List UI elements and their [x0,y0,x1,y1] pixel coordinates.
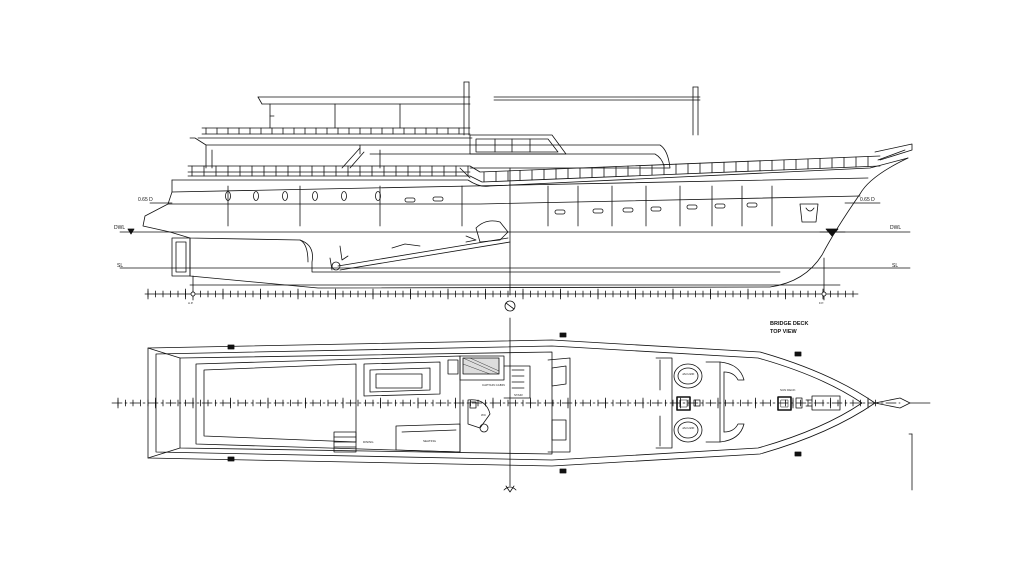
bow-hatch [799,203,819,223]
window [554,209,566,215]
window [404,197,416,203]
station-ruler: A.P. F.P. [144,257,859,312]
porthole [253,191,259,201]
wc-label: WC [481,413,487,417]
draft-label-right: 0.65 D [860,197,875,203]
saloon-furniture: DINING SEATING [333,361,461,453]
jacuzzi-area: JACUZZI JACUZZI SUN DECK [655,357,841,449]
plan-view: DINING SEATING CAPTAIN CABIN WC STAIR [111,317,931,493]
hull-panel-lines [227,185,773,227]
jacuzzi-label-2: JACUZZI [682,426,694,430]
profile-view: DWL DWL SL SL 0.65 D 0.65 D A.P. F.P. [114,81,913,312]
fp-label: F.P. [819,301,824,305]
bow-hatch-detail [805,207,815,212]
window [432,196,444,202]
mast-and-awnings [257,81,701,136]
window [622,207,634,213]
stair-label: STAIR [514,393,523,397]
dwl-label-left: DWL [114,225,125,231]
sun-deck-label: SUN DECK [780,388,796,392]
sl-label-left: SL [117,263,123,269]
porthole [282,191,288,201]
dwl-label-right: DWL [890,225,901,231]
captain-cabin-label: CAPTAIN CABIN [482,383,505,387]
cleats [227,332,802,474]
upper-deck-railing [197,127,473,139]
sl-label-right: SL [892,263,898,269]
window [686,204,698,210]
draft-label-left: 0.65 D [138,197,153,203]
waterlines: DWL DWL SL SL 0.65 D 0.65 D [114,197,911,269]
ap-label: A.P. [188,301,193,305]
wheelhouse [469,134,567,155]
frame-bracket [908,433,913,491]
plan-title-line1: BRIDGE DECK [770,321,809,327]
centerline-ruler [111,317,901,493]
plan-title-line2: TOP VIEW [770,329,798,335]
window [592,208,604,214]
portholes [225,191,819,223]
window [746,202,758,208]
jacuzzi-label-1: JACUZZI [682,372,694,376]
window [714,203,726,209]
plan-title: BRIDGE DECK TOP VIEW [770,321,809,335]
porthole [375,191,381,201]
dining-label: DINING [363,440,374,444]
hull [142,157,909,289]
seating-label: SEATING [423,439,437,443]
captain-cabin: CAPTAIN CABIN WC STAIR [447,355,571,453]
propeller-shaft [329,167,511,296]
porthole [341,191,347,201]
porthole [312,191,318,201]
main-deck-railing [187,143,913,183]
window [650,206,662,212]
